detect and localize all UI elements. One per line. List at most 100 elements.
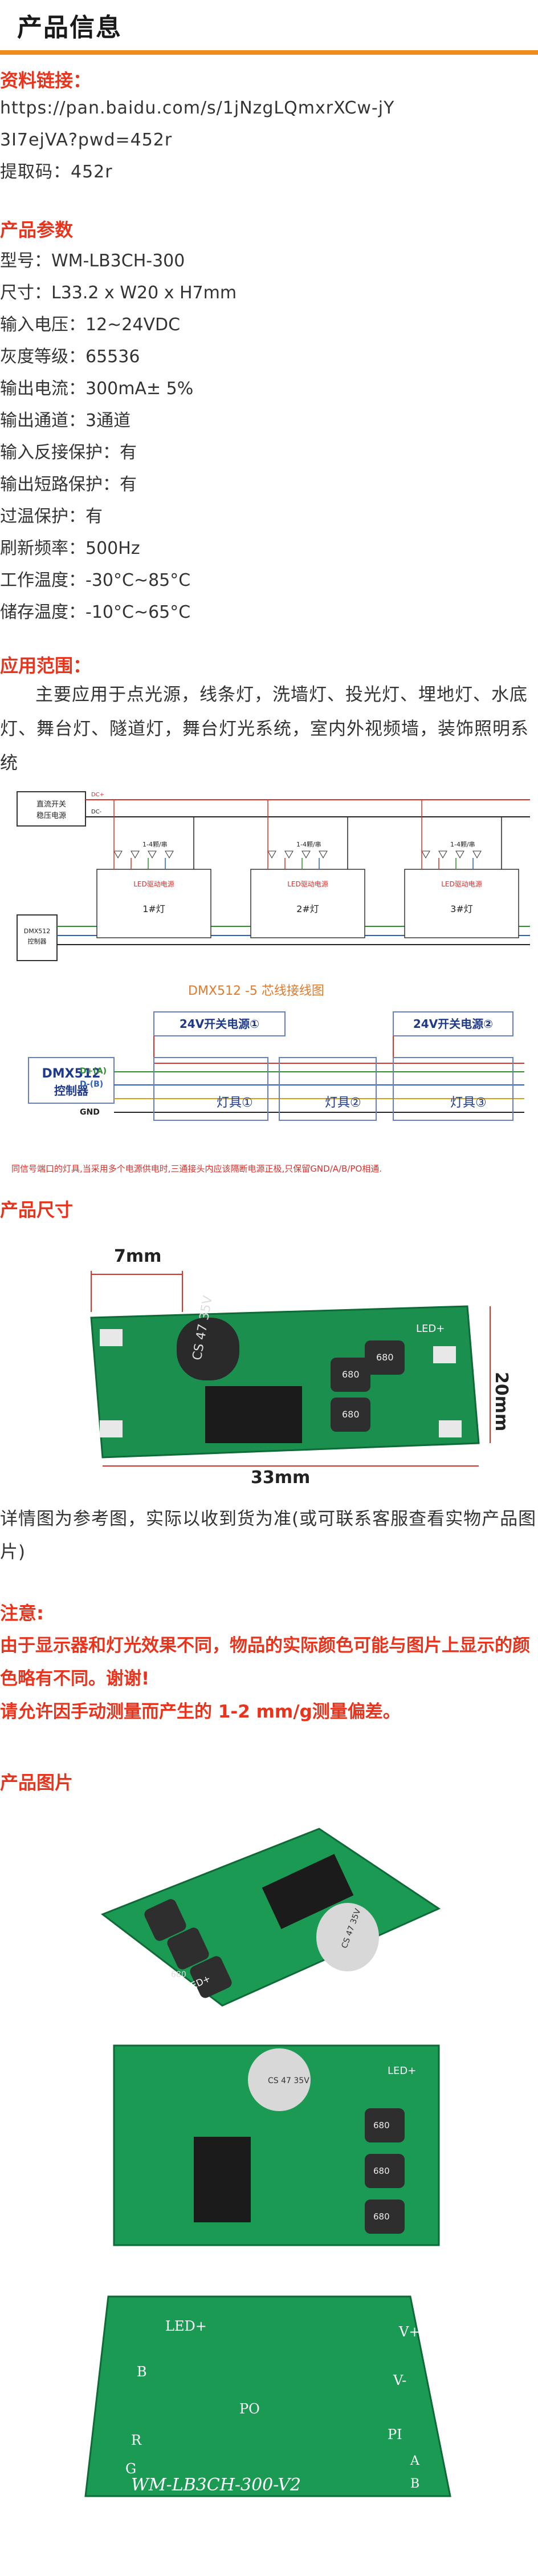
wiring-diagram-dmx-svg: DMX512 -5 芯线接线图 24V开关电源① 24V开关电源② DMX512…: [0, 978, 538, 1183]
link-label: 资料链接：: [0, 70, 92, 91]
param-item: 输入电压：12~24VDC: [0, 315, 181, 335]
svg-text:PI: PI: [388, 2427, 402, 2443]
svg-text:DC+: DC+: [91, 792, 104, 798]
product-info-header: 产品信息: [0, 0, 538, 55]
lamp-box-1: 灯具①: [153, 1057, 268, 1121]
dmx-diagram-title: DMX512 -5 芯线接线图: [188, 984, 324, 998]
svg-text:R: R: [131, 2432, 142, 2448]
param-item: 尺寸：L33.2 x W20 x H7mm: [0, 283, 237, 303]
svg-text:680: 680: [342, 1409, 360, 1420]
pin-led-plus: LED+: [165, 2318, 207, 2334]
driver-unit-2: LED驱动电源 2#灯 1-4颗/串: [250, 800, 365, 938]
apps-description: 主要应用于点光源，线条灯，洗墙灯、投光灯、埋地灯、水底灯、舞台灯、隧道灯，舞台灯…: [0, 684, 529, 773]
svg-text:680: 680: [376, 1352, 394, 1363]
controller-label-1: DMX512: [24, 927, 51, 935]
unit-label: 1#灯: [142, 904, 165, 914]
param-item: 过温保护：有: [0, 507, 103, 526]
wiring-diagram-dc-svg: 直流开关 稳压电源 DC+ DC- DMX512 控制器 LED驱动电源 1#灯…: [17, 791, 530, 961]
lamp-label: 灯具②: [325, 1096, 361, 1110]
size-figure-svg: 7mm CS 47 35V 680 680 680 LED+ 20mm 33mm: [90, 1246, 511, 1488]
application-section: 应用范围： 主要应用于点光源，线条灯，洗墙灯、投光灯、埋地灯、水底灯、舞台灯、隧…: [0, 629, 538, 780]
svg-text:1-4颗/串: 1-4颗/串: [142, 841, 168, 848]
extraction-code: 提取码：452r: [0, 162, 113, 182]
param-item: 工作温度：-30°C~85°C: [0, 570, 191, 590]
driver-unit-1: LED驱动电源 1#灯 1-4颗/串: [96, 800, 211, 938]
wiring-diagram-dc: 直流开关 稳压电源 DC+ DC- DMX512 控制器 LED驱动电源 1#灯…: [0, 784, 538, 972]
wiring-diagram-dmx: DMX512 -5 芯线接线图 24V开关电源① 24V开关电源② DMX512…: [0, 978, 538, 1183]
svg-text:LED+: LED+: [388, 2065, 416, 2077]
svg-text:DC-: DC-: [91, 809, 102, 815]
download-link-section: 资料链接： https://pan.baidu.com/s/1jNzgLQmxr…: [0, 55, 538, 188]
param-item: 刷新频率：500Hz: [0, 538, 140, 558]
svg-text:LED+: LED+: [416, 1323, 445, 1335]
svg-text:LED驱动电源: LED驱动电源: [133, 880, 174, 888]
product-size-section: 产品尺寸: [0, 1196, 538, 1222]
silkscreen-model: WM-LB3CH-300-V2: [131, 2475, 301, 2495]
lamp-box-2: 灯具②: [279, 1057, 377, 1121]
link-url-line1[interactable]: https://pan.baidu.com/s/1jNzgLQmxrXCw-jY: [0, 98, 395, 118]
dmx-controller-label-1: DMX512: [42, 1067, 100, 1081]
svg-text:G: G: [125, 2461, 136, 2477]
controller-label-2: 控制器: [28, 937, 47, 945]
unit-label: 3#灯: [450, 904, 473, 914]
svg-text:B: B: [137, 2364, 147, 2380]
lamp-box-3: 灯具③: [393, 1057, 513, 1121]
psu-label-2: 稳压电源: [36, 811, 66, 820]
size-label: 产品尺寸: [0, 1199, 74, 1221]
svg-text:D+(A): D+(A): [80, 1067, 107, 1076]
svg-text:680: 680: [171, 1970, 186, 1979]
params-label: 产品参数: [0, 219, 74, 241]
psu1-label: 24V开关电源①: [180, 1017, 259, 1031]
svg-text:LED驱动电源: LED驱动电源: [287, 880, 328, 888]
param-item: 灰度等级：65536: [0, 347, 140, 367]
param-item: 输入反接保护：有: [0, 443, 137, 463]
lamp-label: 灯具③: [450, 1096, 487, 1110]
link-url-line2[interactable]: 3I7ejVA?pwd=452r: [0, 130, 173, 150]
dim-bottom: 33mm: [251, 1468, 310, 1488]
svg-text:CS 47 35V: CS 47 35V: [268, 2076, 309, 2085]
svg-text:A: A: [410, 2454, 420, 2468]
dmx-controller-label-2: 控制器: [54, 1084, 89, 1097]
unit-label: 2#灯: [296, 904, 319, 914]
svg-text:1-4颗/串: 1-4颗/串: [296, 841, 321, 848]
attention-line-2: 请允许因手动测量而产生的 1-2 mm/g测量偏差。: [0, 1702, 401, 1722]
param-item: 型号：WM-LB3CH-300: [0, 251, 185, 271]
svg-text:B: B: [410, 2477, 419, 2491]
photos-section: 产品图片: [0, 1728, 538, 1795]
product-page: 产品信息 资料链接： https://pan.baidu.com/s/1jNzg…: [0, 0, 538, 2513]
param-item: 输出电流：300mA± 5%: [0, 379, 194, 399]
svg-text:LED驱动电源: LED驱动电源: [441, 880, 482, 888]
photos-label: 产品图片: [0, 1772, 74, 1793]
psu-label-1: 直流开关: [36, 800, 66, 809]
reference-note: 详情图为参考图，实际以收到货为准(或可联系客服查看实物产品图片): [0, 1509, 537, 1562]
dmx-footer-note: 同信号端口的灯具,当采用多个电源供电时,三通接头内应该隔断电源正极,只保留GND…: [11, 1164, 382, 1174]
svg-text:GND: GND: [80, 1108, 100, 1117]
apps-label: 应用范围：: [0, 655, 92, 677]
svg-text:680: 680: [373, 2120, 390, 2131]
svg-text:680: 680: [342, 1369, 360, 1380]
lamp-label: 灯具①: [217, 1096, 253, 1110]
product-photo-2: CS 47 35V 680 680 680 LED+: [0, 2034, 538, 2262]
svg-text:680: 680: [373, 2166, 390, 2176]
attention-line-1: 由于显示器和灯光效果不同，物品的实际颜色可能与图片上显示的颜色略有不同。谢谢!: [0, 1635, 530, 1689]
param-item: 输出短路保护：有: [0, 475, 137, 495]
product-params-section: 产品参数 型号：WM-LB3CH-300 尺寸：L33.2 x W20 x H7…: [0, 188, 538, 629]
attention-section: 注意: 由于显示器和灯光效果不同，物品的实际颜色可能与图片上显示的颜色略有不同。…: [0, 1569, 538, 1728]
driver-unit-3: LED驱动电源 3#灯 1-4颗/串: [404, 800, 519, 938]
dim-right: 20mm: [491, 1372, 511, 1431]
dim-top: 7mm: [114, 1246, 161, 1266]
attention-label: 注意:: [0, 1602, 44, 1624]
psu2-label: 24V开关电源②: [413, 1017, 493, 1031]
svg-text:1-4颗/串: 1-4颗/串: [450, 841, 475, 848]
svg-text:V-: V-: [393, 2372, 406, 2388]
svg-text:D-(B): D-(B): [80, 1080, 103, 1089]
param-item: 储存温度：-10°C~65°C: [0, 602, 191, 622]
svg-text:PO: PO: [239, 2401, 260, 2417]
param-item: 输出通道：3通道: [0, 411, 131, 431]
size-figure: 7mm CS 47 35V 680 680 680 LED+ 20mm 33mm: [0, 1232, 538, 1489]
product-photo-3: LED+ B R G V+ V- PO PI A B WM-LB3CH-300-…: [0, 2262, 538, 2513]
product-photo-1: CS 47 35V 680 LED+: [0, 1795, 538, 2034]
param-list: 型号：WM-LB3CH-300 尺寸：L33.2 x W20 x H7mm 输入…: [0, 245, 538, 629]
svg-text:V+: V+: [398, 2324, 420, 2340]
svg-text:680: 680: [373, 2212, 390, 2222]
